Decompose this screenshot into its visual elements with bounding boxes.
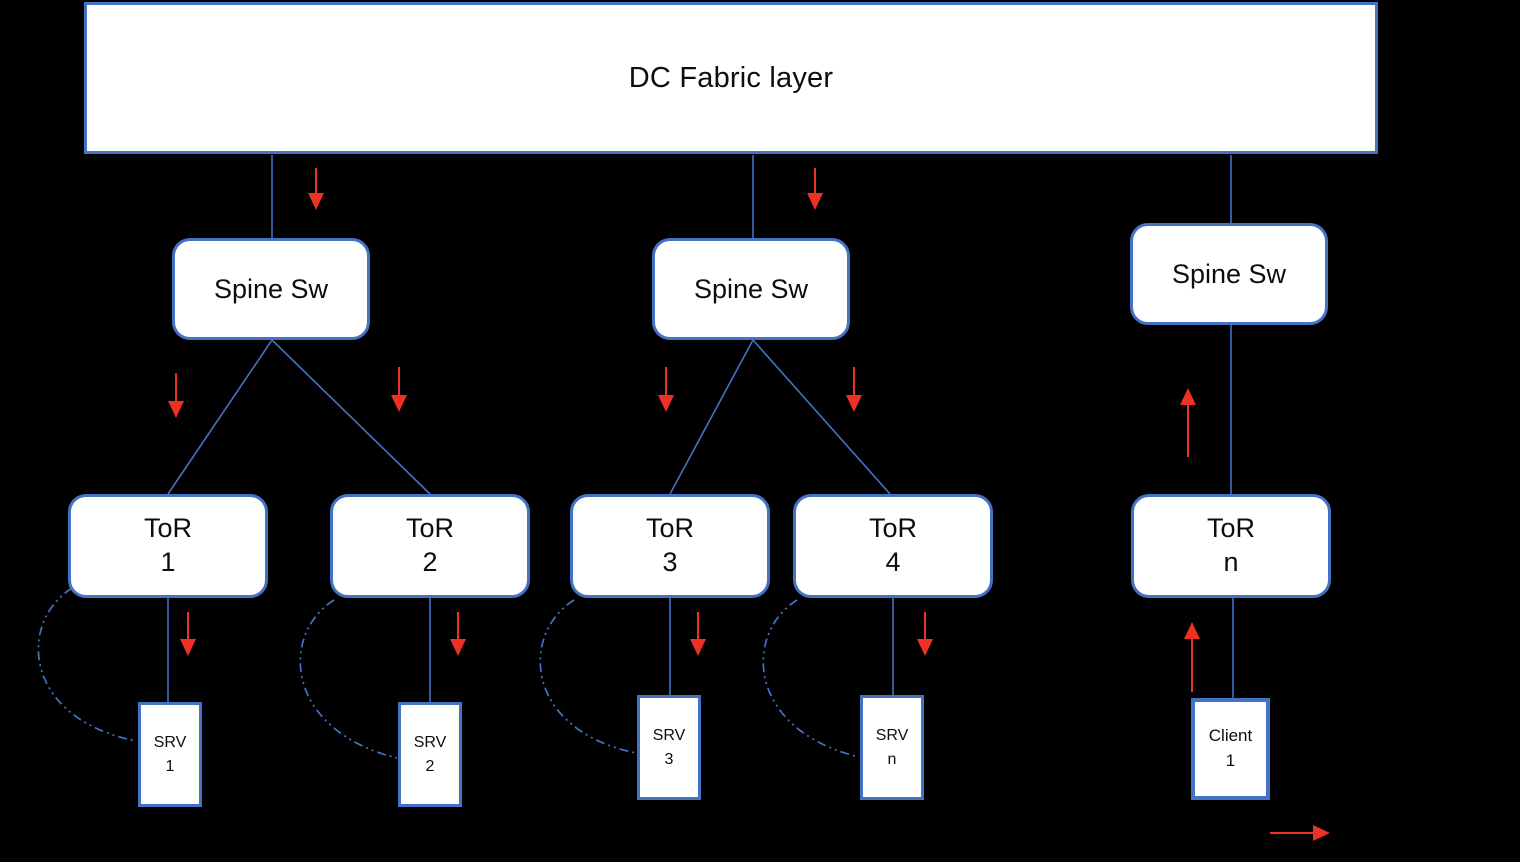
spine-switch-1-box: Spine Sw bbox=[172, 238, 370, 340]
tor-id: 3 bbox=[662, 547, 678, 577]
server-id: n bbox=[887, 750, 897, 768]
dc-fabric-label: DC Fabric layer bbox=[628, 61, 834, 94]
server-id: 2 bbox=[425, 757, 435, 775]
spine-switch-label: Spine Sw bbox=[693, 273, 809, 304]
tor-switch-2-box: ToR 2 bbox=[330, 494, 530, 598]
server-id: 1 bbox=[165, 757, 175, 775]
tor-switch-n-box: ToR n bbox=[1131, 494, 1331, 598]
tor-label: ToR bbox=[868, 513, 917, 544]
spine2-to-tor4-link bbox=[752, 339, 891, 495]
client-id: 1 bbox=[1225, 751, 1236, 770]
tor-label: ToR bbox=[1206, 513, 1255, 544]
tor-switch-3-box: ToR 3 bbox=[570, 494, 770, 598]
server-id: 3 bbox=[664, 750, 674, 768]
dc-fabric-box: DC Fabric layer bbox=[84, 2, 1378, 154]
tor-switch-1-box: ToR 1 bbox=[68, 494, 268, 598]
server-label: SRV bbox=[153, 734, 187, 752]
spine-switch-label: Spine Sw bbox=[213, 273, 329, 304]
server-n-box: SRV n bbox=[860, 695, 924, 800]
server-label: SRV bbox=[413, 734, 447, 752]
tor-label: ToR bbox=[645, 513, 694, 544]
tor-switch-4-box: ToR 4 bbox=[793, 494, 993, 598]
spine-switch-label: Spine Sw bbox=[1171, 258, 1287, 289]
tor-id: 2 bbox=[422, 547, 438, 577]
tor-label: ToR bbox=[405, 513, 454, 544]
tor-id: n bbox=[1223, 547, 1239, 577]
spine-switch-n-box: Spine Sw bbox=[1130, 223, 1328, 325]
server-label: SRV bbox=[652, 727, 686, 745]
tor3-srv3-dashed-loop bbox=[539, 599, 637, 754]
spine2-to-tor3-link bbox=[669, 339, 754, 495]
server-3-box: SRV 3 bbox=[637, 695, 701, 800]
client-label: Client bbox=[1208, 726, 1253, 746]
spine-switch-2-box: Spine Sw bbox=[652, 238, 850, 340]
spine1-to-tor2-link bbox=[271, 339, 431, 495]
tor-id: 4 bbox=[885, 547, 901, 577]
tor4-srvn-dashed-loop bbox=[762, 599, 860, 758]
tor-label: ToR bbox=[143, 513, 192, 544]
tor2-srv2-dashed-loop bbox=[299, 599, 398, 759]
server-1-box: SRV 1 bbox=[138, 702, 202, 807]
server-label: SRV bbox=[875, 727, 909, 745]
tor1-srv1-dashed-loop bbox=[37, 587, 137, 742]
tor-id: 1 bbox=[160, 547, 176, 577]
server-2-box: SRV 2 bbox=[398, 702, 462, 807]
spine1-to-tor1-link bbox=[167, 339, 273, 495]
client-1-box: Client 1 bbox=[1191, 698, 1270, 800]
